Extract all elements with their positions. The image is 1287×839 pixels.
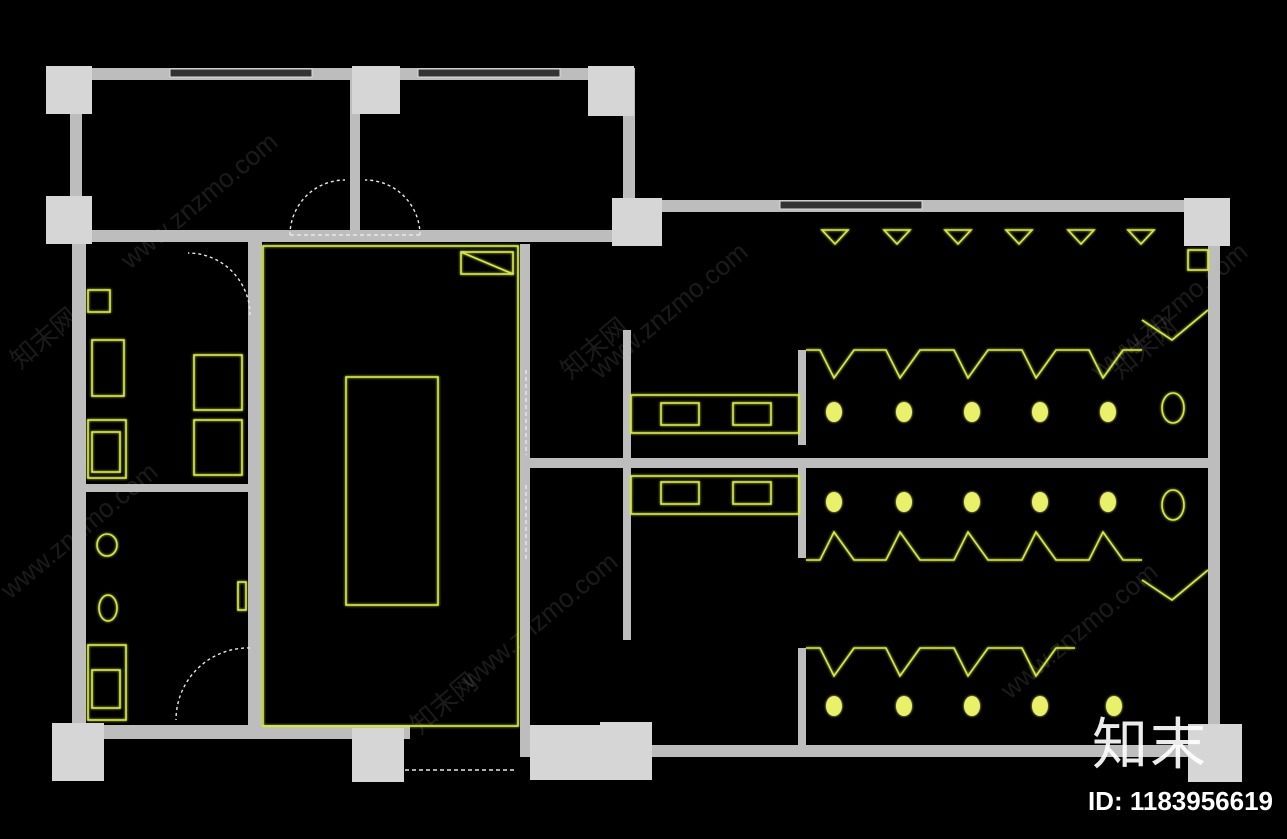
watermark-brand: 知末网	[405, 666, 484, 739]
watermark-text: www.znzmo.com	[454, 546, 623, 695]
watermark-text: www.znzmo.com	[994, 556, 1163, 705]
columns	[46, 66, 1242, 782]
fixtures	[87, 215, 1210, 743]
windows	[169, 68, 923, 210]
watermark-brand: 知末网	[5, 301, 84, 374]
door-openings	[175, 179, 527, 771]
watermark-text: www.znzmo.com	[584, 236, 753, 385]
image-id-label: ID: 1183956619	[1087, 786, 1273, 816]
brand-logo: 知末	[1092, 713, 1208, 778]
